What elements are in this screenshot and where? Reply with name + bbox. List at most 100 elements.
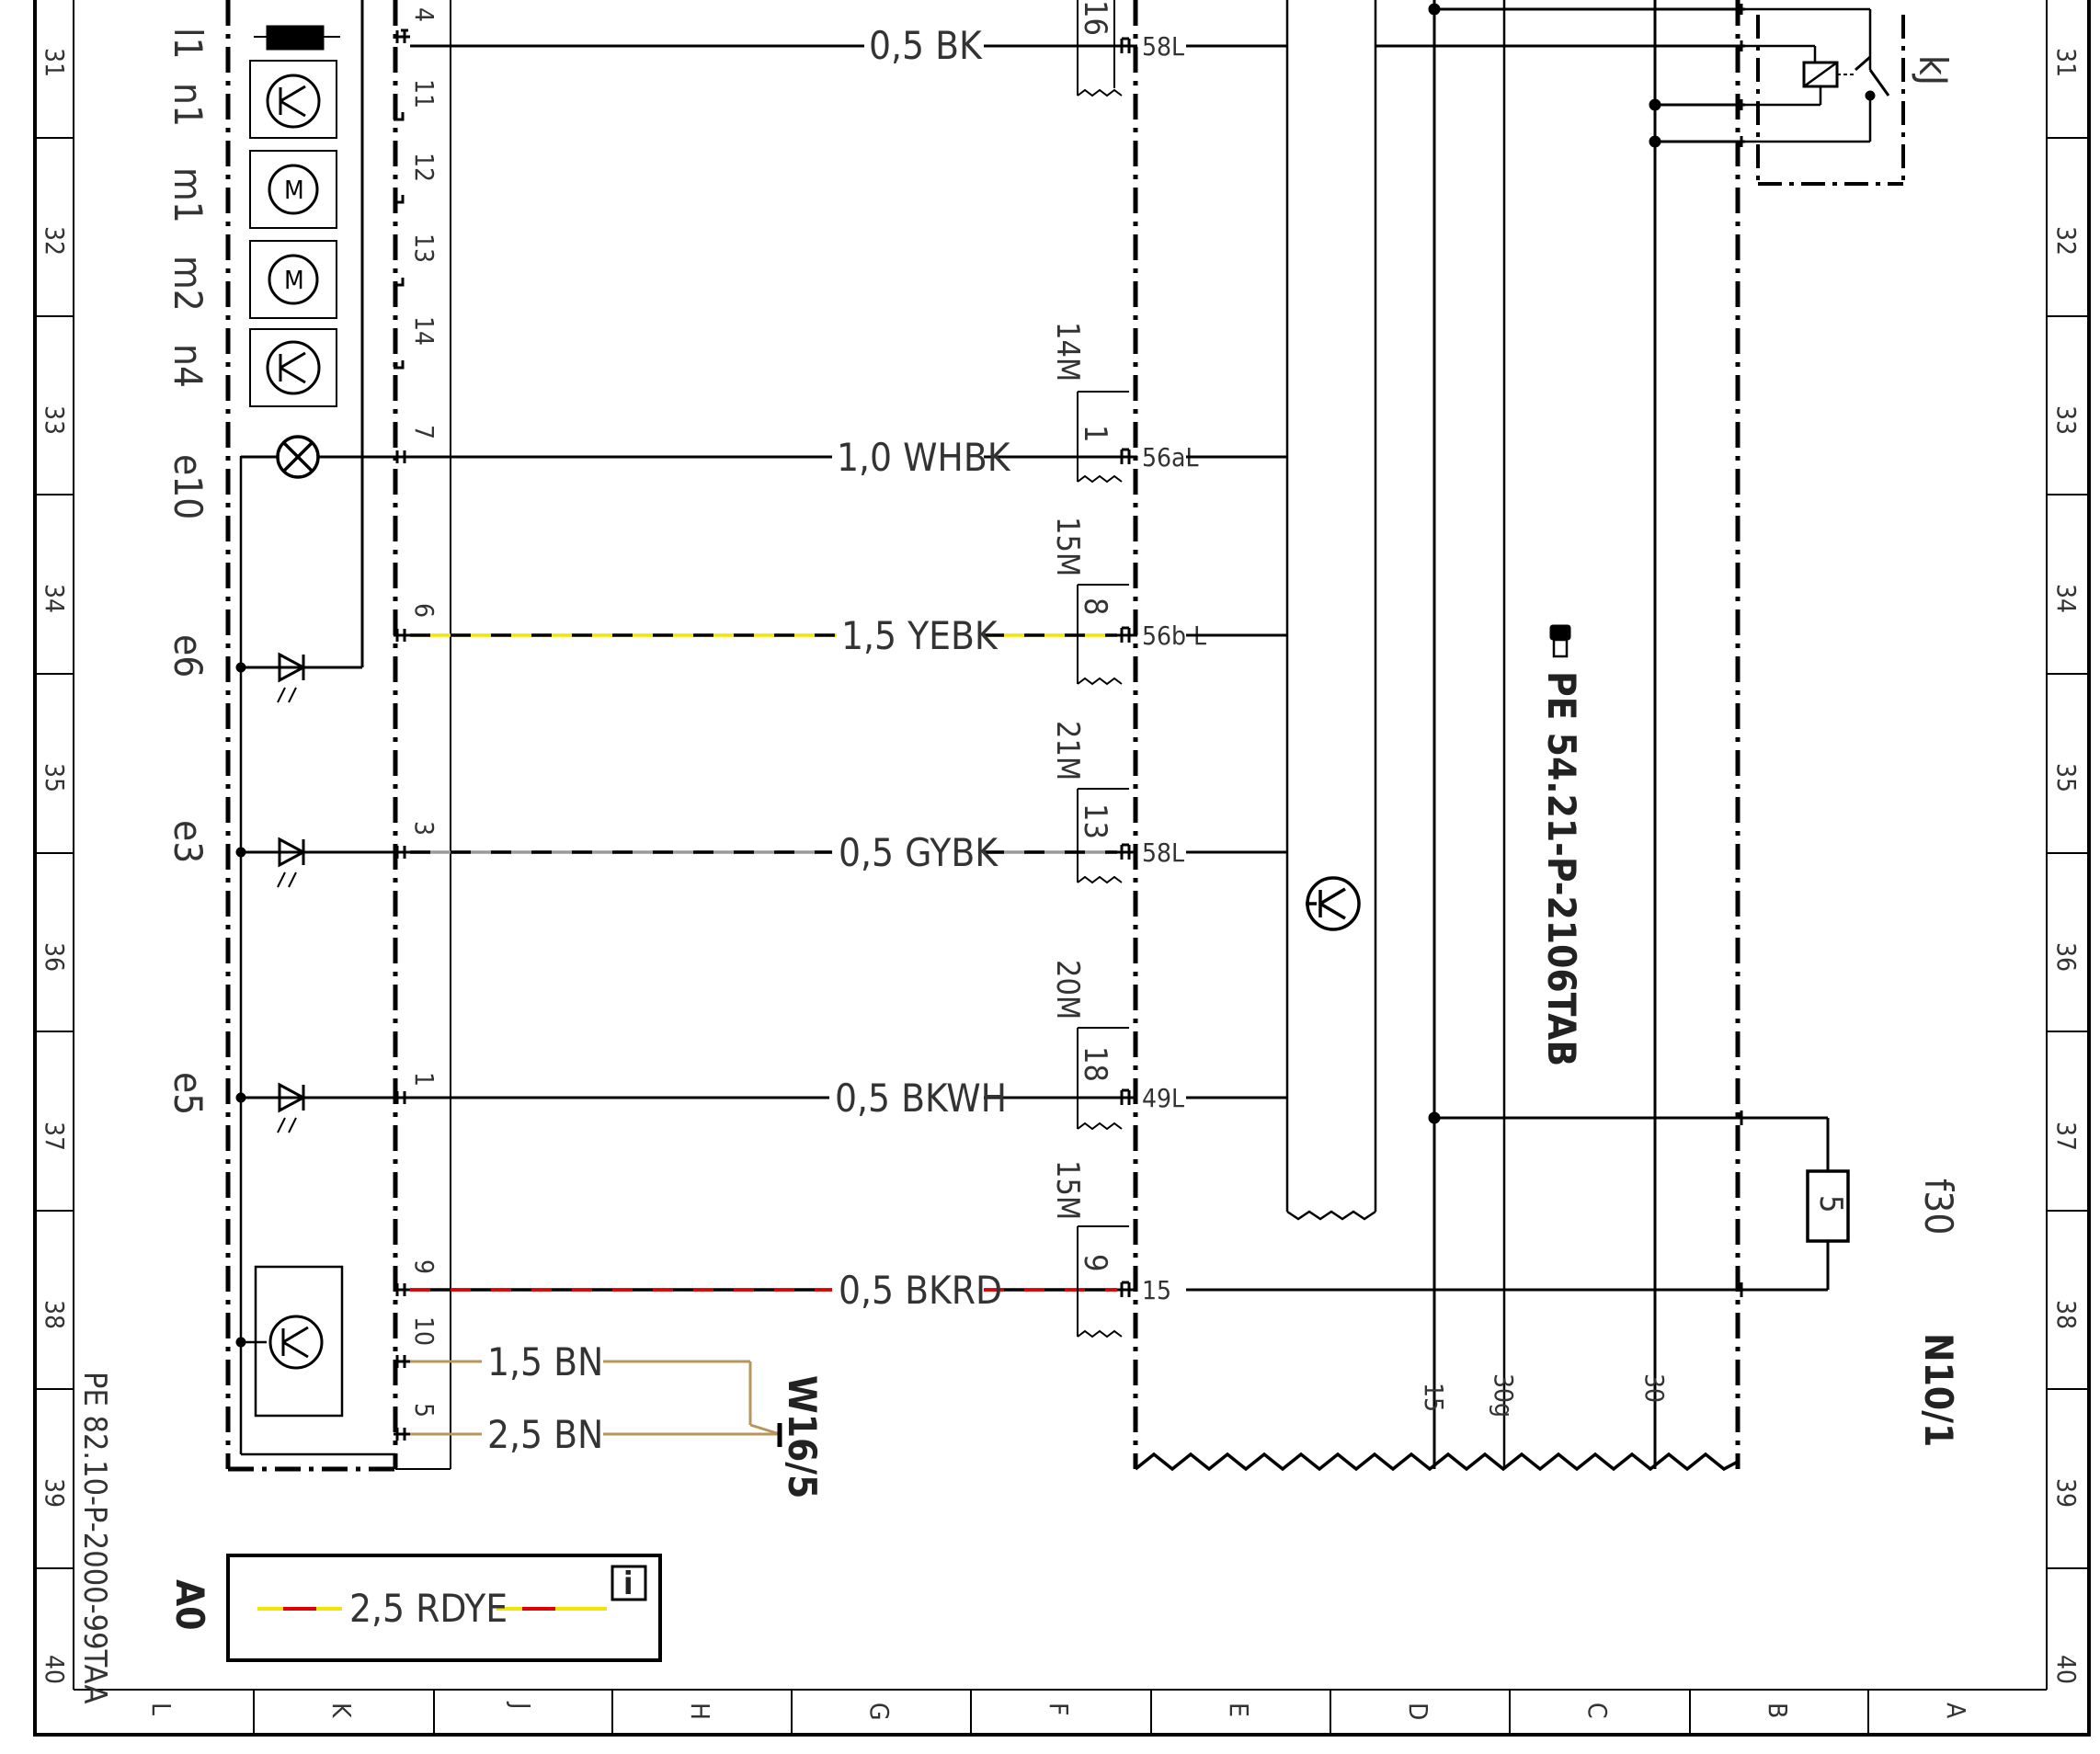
row-labels-right: 31 32 33 34 35 36 37 38 39 40 bbox=[2051, 48, 2082, 1684]
pin-number: 7 bbox=[409, 425, 439, 439]
wire-label: 1,0 WHBK bbox=[837, 435, 1011, 480]
module-label-N10-1: N10/1 bbox=[1916, 1333, 1961, 1447]
row-label: 40 bbox=[40, 1655, 70, 1684]
col-label: L bbox=[146, 1703, 177, 1715]
row-label: 32 bbox=[2051, 226, 2082, 256]
connector-tag: 18 bbox=[1077, 1046, 1113, 1082]
pin-number: 12 bbox=[409, 153, 439, 182]
wires bbox=[410, 44, 1117, 1436]
component-label-e10: e10 bbox=[165, 454, 211, 519]
ground-W16-5: W16/5 bbox=[777, 1375, 825, 1498]
connector-pin: 58L bbox=[1142, 31, 1184, 62]
ground-label: W16/5 bbox=[780, 1375, 825, 1498]
pin-number: 11 bbox=[409, 79, 439, 108]
relay-label: kJ bbox=[1911, 55, 1956, 85]
fuse-f30: 5 f30 bbox=[1738, 1110, 1961, 1297]
pin-number: 10 bbox=[409, 1316, 439, 1346]
pointing-hand-icon bbox=[1549, 624, 1571, 658]
legend-title: A0 bbox=[167, 1579, 212, 1631]
bus-label: 30g bbox=[1489, 1373, 1519, 1418]
row-label: 36 bbox=[40, 942, 70, 972]
info-icon: i bbox=[611, 1565, 647, 1602]
row-label: 32 bbox=[40, 226, 70, 256]
bus-labels: 15 30g 30 bbox=[1419, 1373, 1670, 1418]
bus-lines bbox=[1186, 0, 1828, 1469]
legend-A0: A0 2,5 RDYE i bbox=[167, 1554, 662, 1662]
row-label: 33 bbox=[40, 405, 70, 435]
connector-tag: 21M bbox=[1049, 721, 1086, 780]
connector-block-stubs bbox=[1117, 37, 1137, 1297]
row-label: 37 bbox=[2051, 1122, 2082, 1151]
pin-number: 1 bbox=[409, 1072, 439, 1087]
svg-text:M: M bbox=[284, 175, 304, 205]
connector-tag: 8 bbox=[1077, 598, 1113, 615]
fuse-label: f30 bbox=[1916, 1179, 1961, 1235]
col-label: E bbox=[1224, 1703, 1254, 1717]
connector-pins: 58L 56aL 56b L 58L 49L 15 bbox=[1142, 31, 1206, 1305]
row-labels-left: 31 32 33 34 35 36 37 38 39 40 bbox=[40, 48, 70, 1684]
connector-brackets bbox=[1077, 0, 1129, 1338]
col-label: A bbox=[1941, 1703, 1971, 1719]
row-label: 39 bbox=[40, 1478, 70, 1508]
wire-label: 0,5 BKRD bbox=[839, 1268, 1002, 1313]
row-label: 38 bbox=[2051, 1300, 2082, 1329]
row-label: 34 bbox=[2051, 584, 2082, 613]
connector-tag: 14M bbox=[1049, 322, 1086, 382]
component-label-n4: n4 bbox=[165, 344, 211, 388]
pin-number: 5 bbox=[409, 1403, 439, 1418]
component-label-e5: e5 bbox=[165, 1072, 211, 1115]
connector-tag: 1 bbox=[1077, 425, 1113, 442]
component-label-e6: e6 bbox=[165, 634, 211, 678]
svg-text:M: M bbox=[284, 265, 304, 295]
row-label: 33 bbox=[2051, 405, 2082, 435]
reference-doc: PE 54.21-P-2106TAB bbox=[1539, 624, 1584, 1066]
component-labels: l1 n1 m1 m2 n4 e10 e6 e3 e5 bbox=[165, 28, 211, 1115]
component-label-e3: e3 bbox=[165, 820, 211, 863]
instrument-cluster: M M bbox=[225, 0, 451, 1472]
row-label: 31 bbox=[2051, 48, 2082, 77]
col-label: J bbox=[506, 1701, 536, 1709]
side-reference: PE 82.10-P-2000-99TAA bbox=[76, 1372, 113, 1703]
inner-module bbox=[1186, 0, 1377, 1221]
connector-tag: 13 bbox=[1077, 803, 1113, 839]
connector-tag: 9 bbox=[1077, 1254, 1113, 1271]
pin-number: 4 bbox=[409, 7, 439, 22]
svg-text:i: i bbox=[623, 1566, 633, 1602]
wire-label: 0,5 BK bbox=[869, 23, 983, 68]
col-ticks bbox=[253, 1690, 1869, 1735]
component-label-m1: m1 bbox=[165, 167, 211, 223]
connector-tag: 20M bbox=[1049, 960, 1086, 1019]
row-label: 36 bbox=[2051, 942, 2082, 972]
col-label: K bbox=[326, 1703, 357, 1719]
relay-kJ: kJ bbox=[1738, 4, 1956, 186]
connector-pin: 49L bbox=[1142, 1083, 1184, 1113]
pin-number: 14 bbox=[409, 316, 439, 346]
connector-tag: 15M bbox=[1049, 517, 1086, 576]
bus-label: 30 bbox=[1639, 1373, 1670, 1403]
row-label: 38 bbox=[40, 1300, 70, 1329]
left-pin-stubs bbox=[394, 28, 410, 1441]
fuse-value: 5 bbox=[1812, 1195, 1849, 1213]
wire-label: 0,5 GYBK bbox=[839, 830, 999, 875]
row-label: 34 bbox=[40, 584, 70, 613]
col-label: D bbox=[1403, 1703, 1433, 1720]
component-label-m2: m2 bbox=[165, 256, 211, 312]
component-label-n1: n1 bbox=[165, 83, 211, 127]
pin-number: 6 bbox=[409, 603, 439, 618]
row-label: 35 bbox=[40, 763, 70, 792]
connector-tags: 16 14M 1 15M 8 21M 13 20M 18 15M 9 bbox=[1049, 0, 1113, 1271]
frame bbox=[33, 0, 2091, 1737]
wire-label: 2,5 BN bbox=[487, 1412, 603, 1457]
row-ticks bbox=[35, 137, 2089, 1569]
row-label: 37 bbox=[40, 1122, 70, 1151]
wire-1-5-bn bbox=[749, 1423, 781, 1436]
pin-number: 13 bbox=[409, 233, 439, 263]
left-pin-numbers: 4 11 12 13 14 7 6 3 1 9 10 5 bbox=[409, 7, 439, 1418]
connector-tag: 15M bbox=[1049, 1160, 1086, 1220]
connector-block bbox=[1133, 0, 1740, 1472]
wire-label: 1,5 YEBK bbox=[841, 613, 999, 658]
wire-label: 0,5 BKWH bbox=[835, 1076, 1007, 1121]
row-label: 39 bbox=[2051, 1478, 2082, 1508]
wire-labels: 0,5 BK 1,0 WHBK 1,5 YEBK 0,5 GYBK 0,5 BK… bbox=[487, 23, 1011, 1457]
